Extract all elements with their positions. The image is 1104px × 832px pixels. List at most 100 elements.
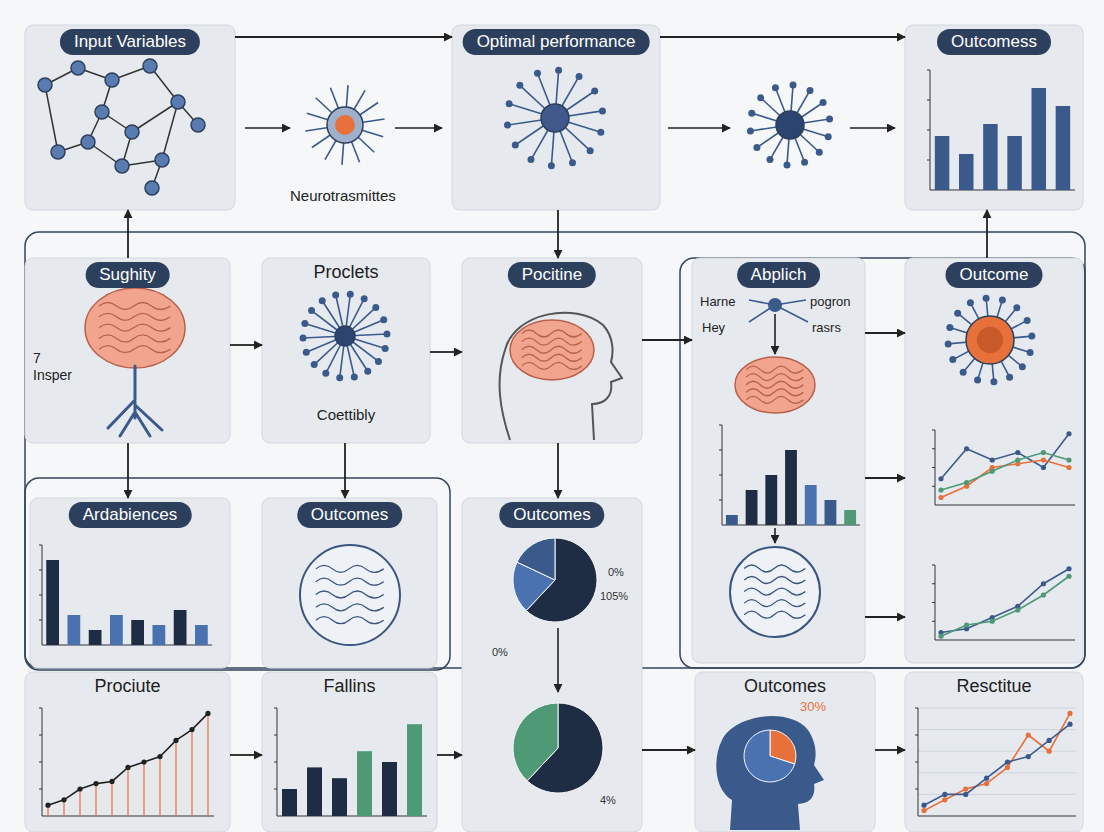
chart-bar [785,450,797,525]
neuron-body [327,107,363,143]
chart-axis [935,640,1075,641]
brain-fold [746,396,803,403]
neuron-terminal [308,307,315,314]
flow-arrow [557,628,559,692]
neuron-terminal [576,73,583,80]
chart-bar [282,789,297,816]
neuron-body [966,316,1014,364]
chart-tick [932,448,935,449]
panel: Sughity7 Insper [25,258,230,443]
chart-tick [932,467,935,468]
header-pill: Outcome [946,262,1043,288]
neuron-body [776,111,804,139]
flow-arrow [668,127,730,129]
header-pill: Input Variables [60,29,200,55]
panel-text: Harne [700,294,735,310]
panel: Outcomess [905,25,1083,210]
group-frame [680,258,1085,668]
flow-connector [235,36,452,38]
header-pill: Ardabiences [69,502,192,528]
neuron-terminal [1019,363,1026,370]
panel-background [462,258,642,443]
brain-fold [744,565,805,572]
chart-tick [274,789,277,790]
panel: Optimal performance [452,25,660,210]
brain-fold [99,324,171,331]
neuron-terminal [783,161,790,168]
molecule-atom [71,61,85,75]
chart-tick [915,708,918,709]
chart-axis [277,816,427,817]
molecule-atom [81,135,95,149]
panel-background [692,258,865,663]
flow-connector [430,351,462,353]
chart-tick [915,735,918,736]
brain-fold [744,588,805,595]
percent-label: 4% [600,794,616,806]
chart-tick [39,762,42,763]
pie-slice [517,538,555,580]
panel-background [25,258,230,443]
chart-axis [930,190,1075,191]
neuron-terminal [591,87,598,94]
brain-fold [746,389,803,396]
molecule-bond [162,102,178,160]
molecule-atom [145,181,159,195]
neuron-terminal [816,149,823,156]
chart-tick [274,708,277,709]
flow-connector [557,210,559,258]
panel: Outcomes [462,498,642,832]
chart-tick [932,621,935,622]
neuron-terminal [375,358,382,365]
neuron-terminal [569,159,576,166]
neuron-terminal [974,377,981,384]
chart-bar [765,475,777,525]
chart-bar [825,500,837,525]
chart-bar [46,560,59,645]
percent-label: 30% [800,700,826,714]
chart-bar [1032,88,1047,190]
chart-tick [39,595,42,596]
brain-fold [316,578,384,585]
neuron-terminal [748,110,755,117]
brain-outline [300,545,400,645]
brain-fold [746,381,803,388]
panel-heading: Resctitue [956,676,1031,698]
percent-label: 105% [600,590,628,602]
chart-bar [983,124,998,190]
chart-stem [207,713,208,816]
panel: Outcome [905,258,1083,663]
chart-tick [274,735,277,736]
brain-fold [746,374,803,381]
neuron-terminal [301,320,308,327]
chart-stem [95,784,96,816]
chart-bar [844,510,856,525]
neuron-terminal [380,316,387,323]
header-pill: Pocitine [508,262,596,288]
panel-background [25,672,230,832]
flow-connector [865,616,905,618]
brain-fold [744,577,805,584]
molecule-atom [143,59,157,73]
panel: Pocitine [462,258,642,443]
flow-arrow [395,127,442,129]
chart-bar [1007,136,1022,190]
panel: Outcomes [262,498,437,668]
percent-label: 0% [492,646,508,658]
neuron-terminal [587,147,594,154]
chart-tick [915,762,918,763]
panel-text: Hey [702,320,725,336]
chart-grid [918,772,1076,773]
neuron-terminal [801,159,808,166]
chart-tick [39,620,42,621]
molecule-atom [191,118,205,132]
chart-tick [39,545,42,546]
neuron-terminal [599,107,606,114]
head-outline [500,313,622,440]
flow-connector [642,339,692,341]
brain-fold [522,354,582,361]
neuron-terminal [597,129,604,136]
flow-connector [437,754,462,756]
